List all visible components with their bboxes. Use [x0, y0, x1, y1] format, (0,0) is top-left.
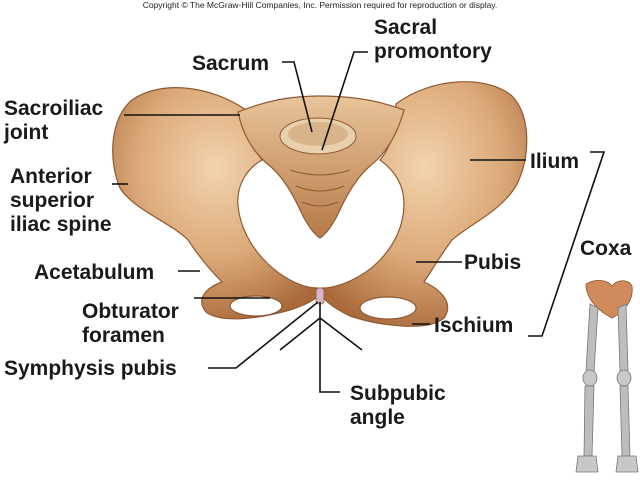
sacrum-bone: [237, 95, 405, 239]
pelvis-illustration: [112, 81, 528, 327]
label-acetabulum: Acetabulum: [34, 261, 154, 284]
label-sacroiliac-joint-line1: Sacroiliac: [4, 97, 104, 120]
copyright-text: Copyright © The McGraw-Hill Companies, I…: [143, 0, 498, 10]
label-ischium: Ischium: [434, 314, 513, 337]
label-symphysis-pubis: Symphysis pubis: [4, 357, 177, 380]
label-sacral-promontory-line2: promontory: [374, 40, 492, 63]
left-coxal-bone: [112, 87, 319, 320]
label-asis-line3: iliac spine: [10, 213, 112, 236]
pubic-symphysis-disc: [315, 287, 325, 305]
label-asis-line2: superior: [10, 189, 94, 212]
leader-lines: [112, 51, 606, 393]
label-asis-line1: Anterior: [10, 165, 92, 188]
label-ilium: Ilium: [530, 150, 579, 173]
label-pubis: Pubis: [464, 251, 521, 274]
label-sacroiliac-joint-line2: joint: [3, 121, 48, 144]
label-obturator-foramen-line2: foramen: [82, 324, 165, 347]
label-sacrum: Sacrum: [192, 52, 269, 75]
label-coxa: Coxa: [580, 237, 632, 260]
left-obturator-foramen: [229, 295, 283, 317]
label-sacral-promontory-line1: Sacral: [374, 16, 437, 39]
label-obturator-foramen-line1: Obturator: [82, 300, 179, 323]
right-obturator-foramen: [359, 296, 417, 320]
label-subpubic-angle-line2: angle: [350, 406, 405, 429]
labels: Sacrum Sacral promontory Sacroiliac join…: [3, 16, 632, 429]
label-subpubic-angle-line1: Subpubic: [350, 382, 446, 405]
skeleton-thumbnail: [575, 280, 639, 473]
